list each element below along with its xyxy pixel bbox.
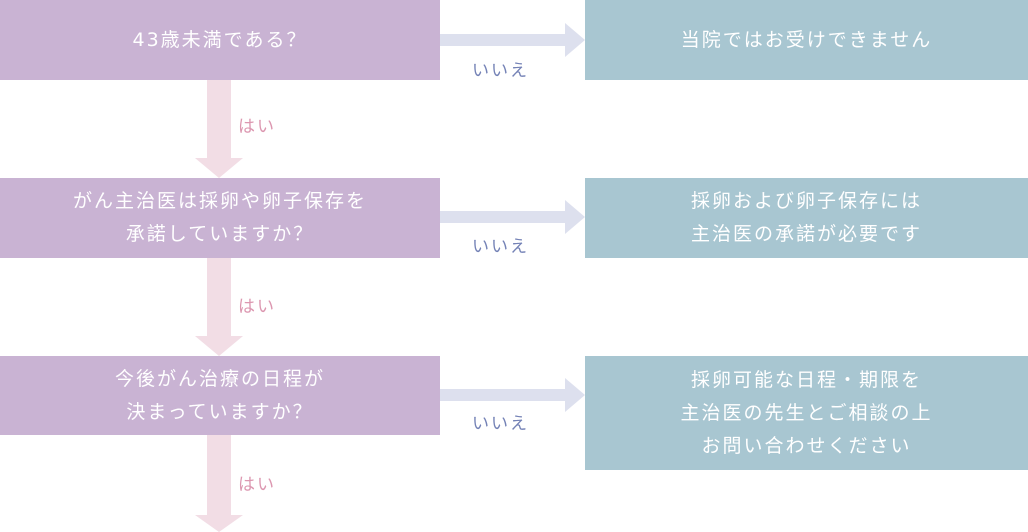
right-arrow-3 [440,378,585,412]
yes-label-3: はい [238,475,276,495]
right-arrow-2 [440,200,585,234]
question-box-oncologist-approval: がん主治医は採卵や卵子保存を 承諾していますか？ [0,178,440,258]
answer-box-consult-schedule: 採卵可能な日程・期限を 主治医の先生とご相談の上 お問い合わせください [585,356,1028,470]
yes-label-2: はい [238,297,276,317]
no-label-2: いいえ [472,237,529,257]
question-box-age: 43歳未満である？ [0,0,440,80]
answer-box-not-accepted: 当院ではお受けできません [585,0,1028,80]
down-arrow-3 [195,435,243,532]
right-arrow-1 [440,23,585,57]
no-label-1: いいえ [472,61,529,81]
no-label-3: いいえ [472,414,529,434]
yes-label-1: はい [238,117,276,137]
down-arrow-1 [195,80,243,178]
down-arrow-2 [195,258,243,356]
answer-box-approval-required: 採卵および卵子保存には 主治医の承諾が必要です [585,178,1028,258]
question-box-treatment-schedule: 今後がん治療の日程が 決まっていますか？ [0,356,440,435]
